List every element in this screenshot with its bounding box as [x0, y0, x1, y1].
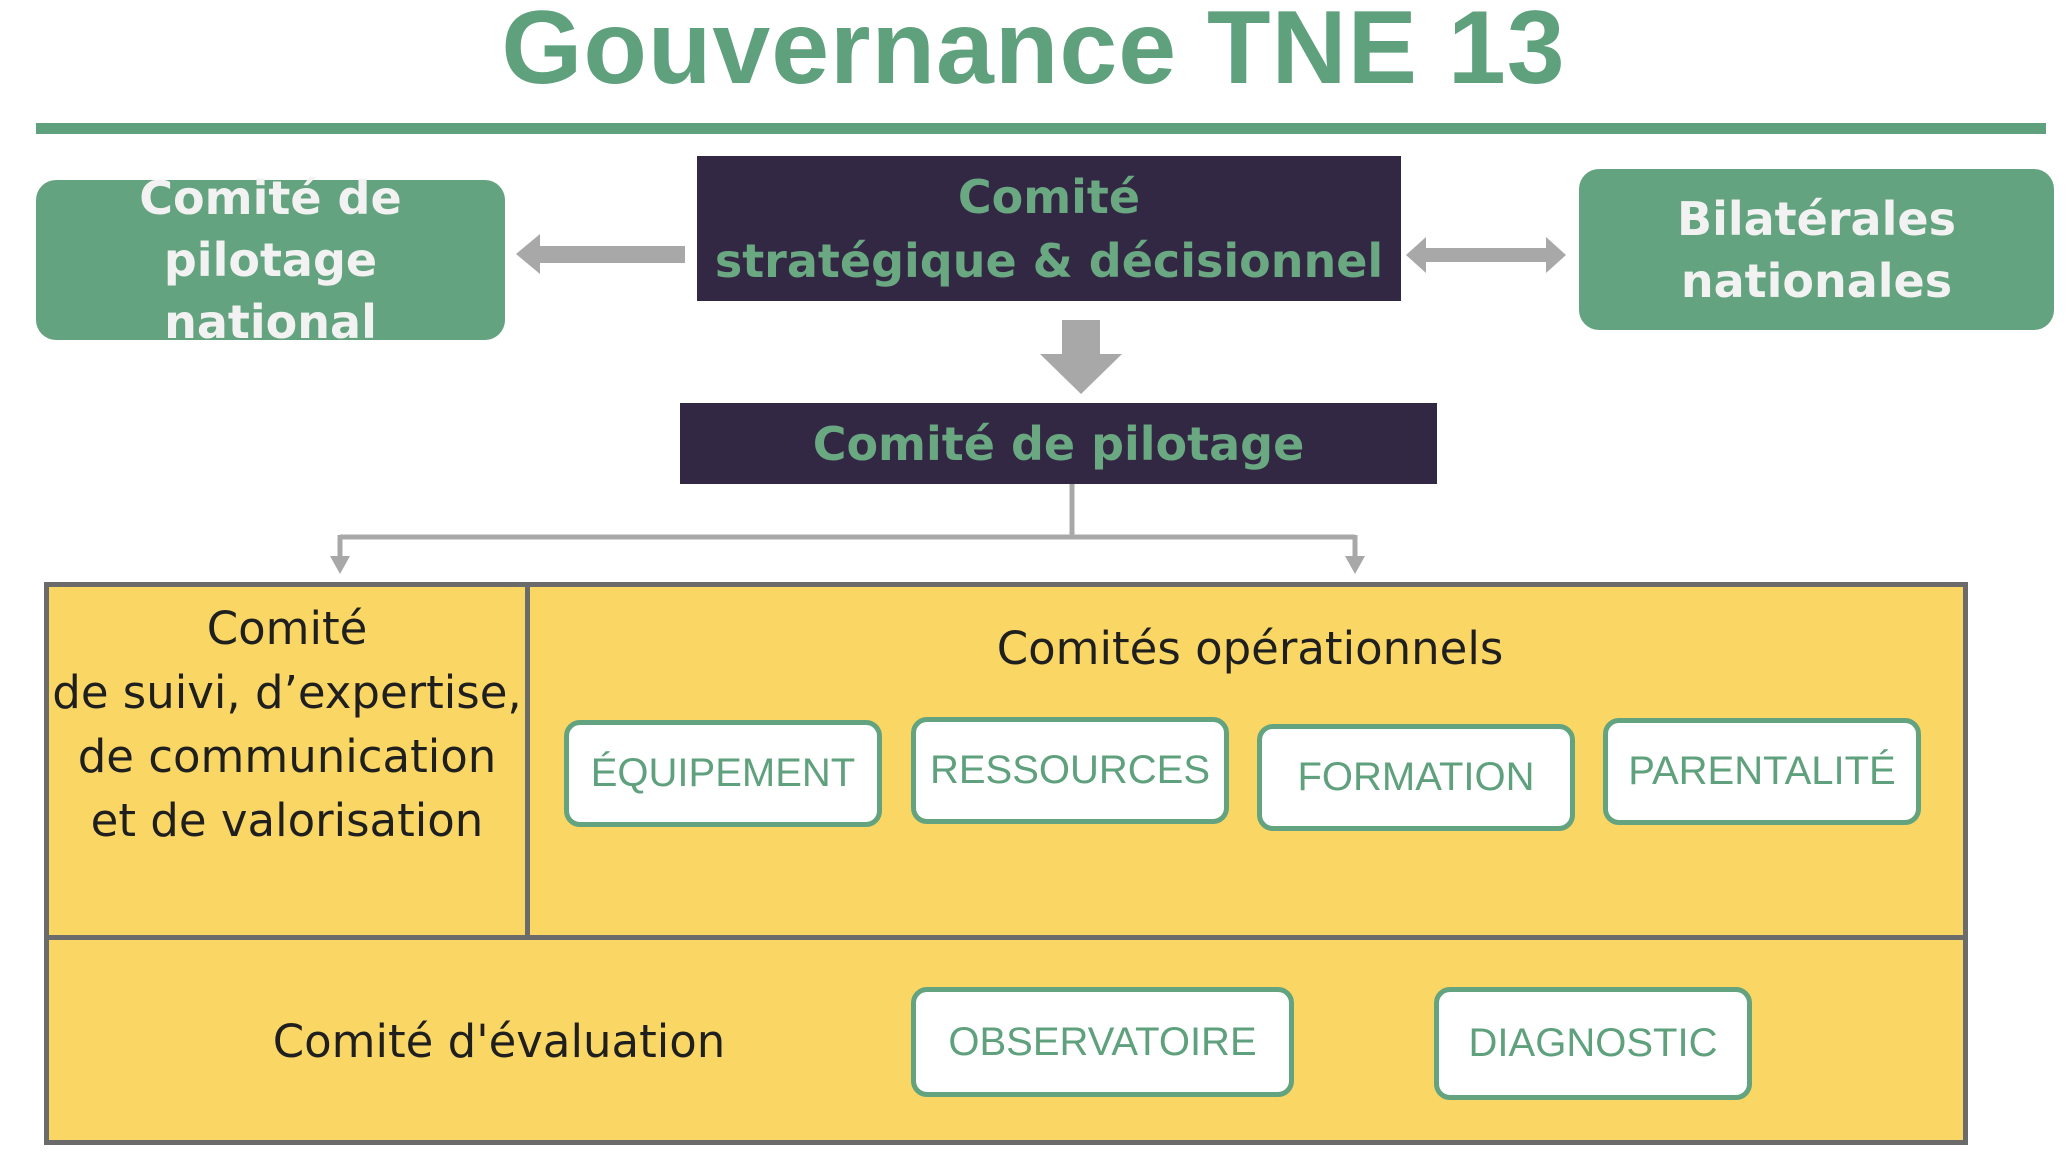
pill-ressources: RESSOURCES — [911, 717, 1229, 824]
comite-pilotage-national-line1: Comité de pilotage — [139, 171, 402, 287]
page-title: Gouvernance TNE 13 — [501, 0, 1566, 106]
operationnels-label: Comités opérationnels — [996, 622, 1504, 675]
pill-observatoire: OBSERVATOIRE — [911, 987, 1294, 1097]
suivi-line3: de communication — [77, 730, 497, 783]
bilaterales-line1: Bilatérales — [1677, 191, 1956, 246]
pill-parentalite: PARENTALITÉ — [1603, 718, 1921, 825]
comite-strategique-line2: stratégique & décisionnel — [714, 233, 1384, 288]
pill-equipement: ÉQUIPEMENT — [564, 720, 882, 827]
comite-pilotage-national-line2: national — [164, 295, 377, 349]
comite-pilotage-box: Comité de pilotage — [680, 403, 1437, 484]
pill-diagnostic: DIAGNOSTIC — [1434, 987, 1752, 1100]
arrow-down-to-pilotage — [1040, 320, 1122, 394]
suivi-line1: Comité — [206, 602, 368, 655]
title-underline — [36, 123, 2046, 134]
comite-pilotage-national-box: Comité de pilotage national — [36, 171, 505, 349]
suivi-line2: de suivi, d’expertise, — [52, 666, 522, 719]
branch-connector — [337, 483, 1358, 560]
comite-pilotage-label: Comité de pilotage — [812, 416, 1305, 471]
comite-strategique-line1: Comité — [957, 169, 1141, 224]
bilaterales-nationales-box: Bilatérales nationales — [1579, 169, 2054, 330]
comite-strategique-box: Comité stratégique & décisionnel — [697, 156, 1401, 301]
bilaterales-line2: nationales — [1680, 253, 1953, 308]
suivi-line4: et de valorisation — [90, 794, 484, 847]
evaluation-label: Comité d'évaluation — [272, 1015, 726, 1068]
arrow-to-pilotage-national — [516, 234, 685, 274]
double-arrow-bilaterales — [1406, 237, 1566, 273]
pill-formation: FORMATION — [1257, 724, 1575, 831]
comite-suivi-panel: Comité de suivi, d’expertise, de communi… — [44, 582, 530, 940]
